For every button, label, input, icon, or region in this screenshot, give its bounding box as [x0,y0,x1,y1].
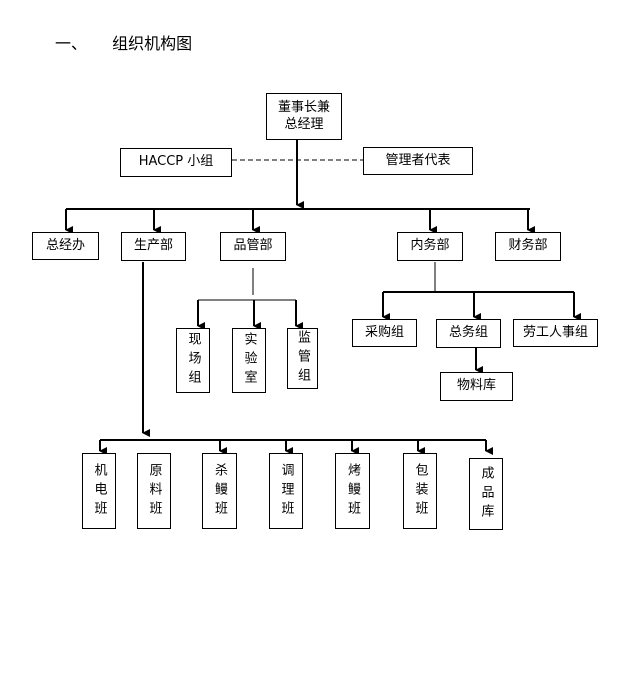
node-material-warehouse: 物料库 [440,372,513,401]
node-management-rep: 管理者代表 [363,147,473,175]
node-dept-general-office: 总经办 [32,232,99,260]
node-team-eel-roasting: 烤鳗班 [335,453,370,529]
node-dept-internal: 内务部 [397,232,463,261]
node-chairman-gm: 董事长兼 总经理 [266,93,342,140]
node-dept-quality: 品管部 [220,232,286,261]
node-chairman-line1: 董事长兼 [277,99,330,115]
node-chairman-line2: 总经理 [284,116,324,132]
heading-title: 组织机构图 [112,34,193,53]
node-team-mechanical: 机电班 [82,453,116,529]
node-team-packing: 包装班 [403,453,437,529]
node-qc-supervision-group: 监管组 [287,328,318,389]
node-haccp-team: HACCP 小组 [120,148,232,177]
node-general-affairs-group: 总务组 [436,319,501,348]
node-team-seasoning: 调理班 [269,453,303,529]
node-finished-goods-warehouse: 成品库 [469,458,503,530]
node-team-raw-material: 原料班 [137,453,171,529]
node-dept-finance: 财务部 [495,232,561,261]
heading-number: 一、 [55,34,88,53]
node-dept-production: 生产部 [121,232,186,261]
node-team-eel-slaughter: 杀鳗班 [202,453,237,529]
node-qc-field-group: 现场组 [176,328,210,393]
node-purchasing-group: 采购组 [352,319,417,347]
node-labor-hr-group: 劳工人事组 [513,319,598,347]
node-qc-lab: 实验室 [232,328,266,393]
page-heading: 一、 组织机构图 [55,30,192,54]
